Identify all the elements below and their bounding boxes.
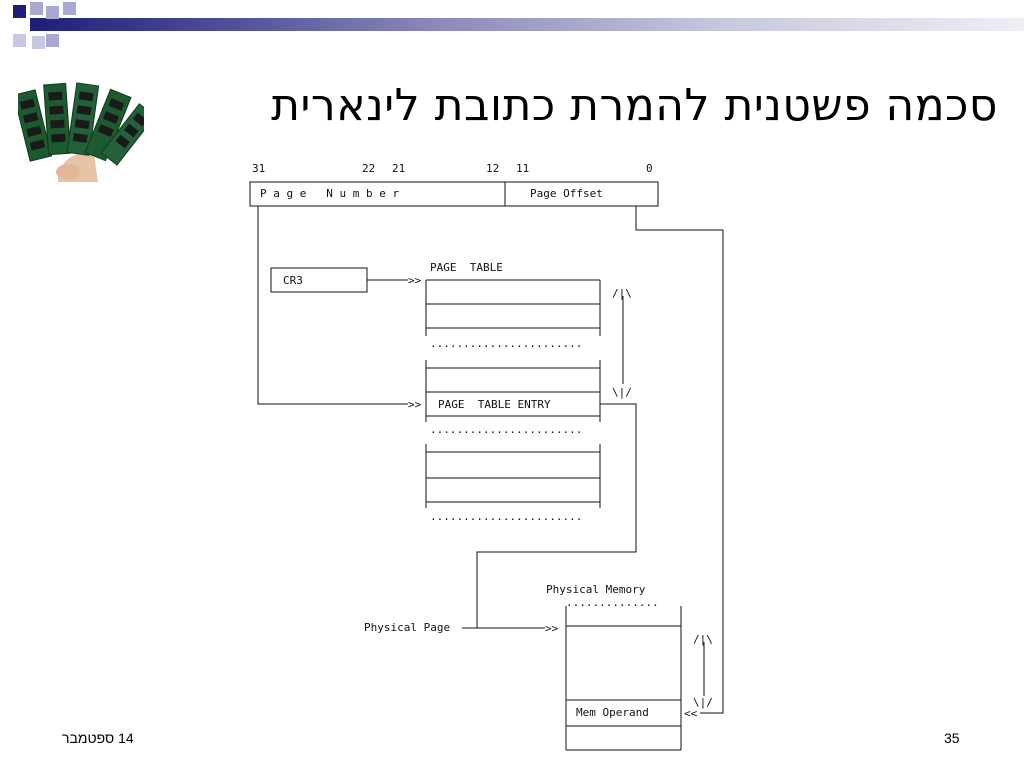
deco-square xyxy=(46,6,59,19)
deco-square xyxy=(13,34,26,47)
deco-square xyxy=(30,2,43,15)
bit-label: 21 xyxy=(392,162,405,175)
arrow-head: >> xyxy=(545,622,559,635)
physical-page-label: Physical Page xyxy=(364,621,450,634)
slide-title: סכמה פשטנית להמרת כתובת לינארית xyxy=(271,80,998,131)
page-number-field: P a g e N u m b e r xyxy=(260,187,399,200)
page-table xyxy=(425,279,601,508)
physical-memory-title: Physical Memory xyxy=(546,583,646,596)
linear-address-box xyxy=(249,181,659,207)
range-marker-top: /|\ xyxy=(693,633,713,646)
ram-modules-image xyxy=(18,82,144,182)
bit-label: 0 xyxy=(646,162,653,175)
page-table-dots: ....................... xyxy=(430,337,582,350)
deco-square xyxy=(63,2,76,15)
physical-memory-dots: .............. xyxy=(566,596,659,609)
entry-to-physical-page-line xyxy=(476,403,637,629)
arrow-head: >> xyxy=(408,398,422,411)
bit-label: 12 xyxy=(486,162,499,175)
page-table-dots: ....................... xyxy=(430,510,582,523)
range-marker-bottom: \|/ xyxy=(612,386,632,399)
page-number-arrow-line xyxy=(257,206,408,405)
deco-square xyxy=(32,36,45,49)
arrow-head: >> xyxy=(408,274,422,287)
bit-labels: 31 22 21 12 11 0 xyxy=(252,162,653,175)
footer-date: 14 ספטמבר xyxy=(62,730,134,746)
bit-label: 11 xyxy=(516,162,529,175)
slide-number: 35 xyxy=(944,730,960,746)
range-marker-bottom: \|/ xyxy=(693,696,713,709)
page-table-title: PAGE TABLE xyxy=(430,261,503,274)
physical-memory xyxy=(565,606,682,751)
page-offset-arrow-line xyxy=(635,206,724,714)
arrow-head: << xyxy=(684,707,698,720)
cr3-label: CR3 xyxy=(283,274,303,287)
page-table-dots: ....................... xyxy=(430,423,582,436)
page-table-entry-label: PAGE TABLE ENTRY xyxy=(438,398,551,411)
range-marker-top: /|\ xyxy=(612,287,632,300)
deco-square xyxy=(13,5,26,18)
bit-label: 31 xyxy=(252,162,265,175)
page-offset-field: Page Offset xyxy=(530,187,603,200)
mem-operand-label: Mem Operand xyxy=(576,706,649,719)
bit-label: 22 xyxy=(362,162,375,175)
header-gradient-bar xyxy=(30,18,1024,31)
header-decoration xyxy=(0,0,1024,49)
deco-square xyxy=(46,34,59,47)
